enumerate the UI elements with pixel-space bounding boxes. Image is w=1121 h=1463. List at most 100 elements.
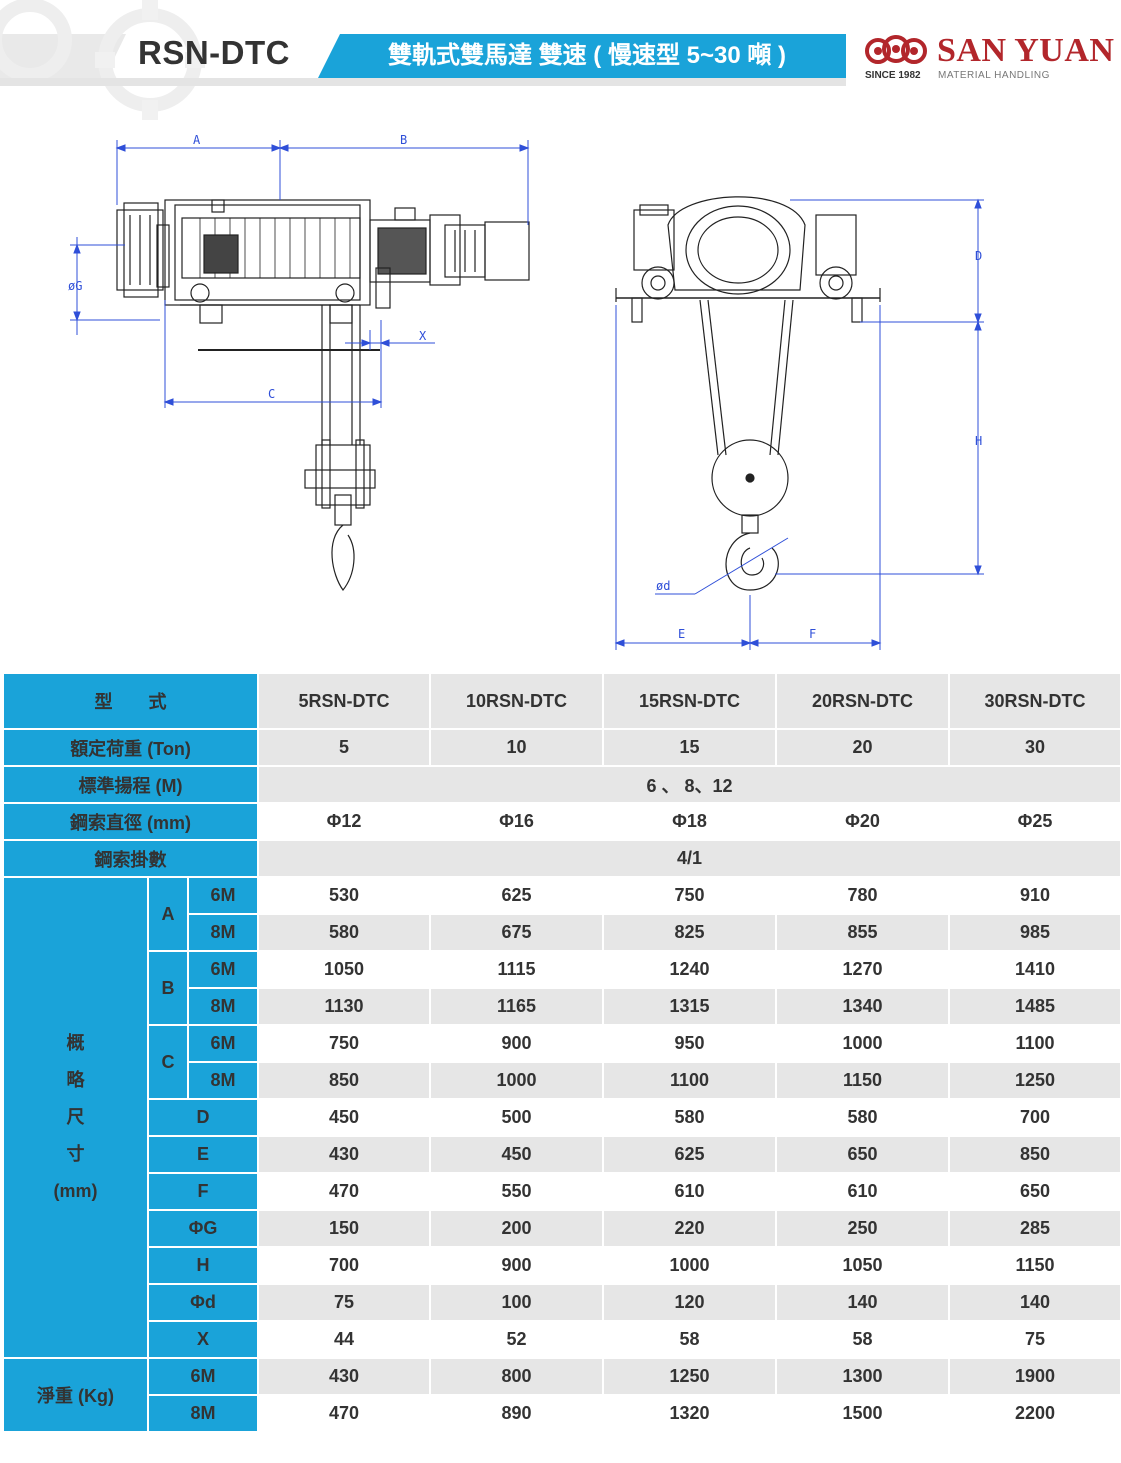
- dim-value: 1270: [775, 950, 951, 989]
- dim-value: 900: [429, 1024, 605, 1063]
- brand-subtitle: MATERIAL HANDLING: [938, 70, 1050, 81]
- dim-value: 700: [257, 1246, 432, 1285]
- dim-value: 910: [948, 876, 1121, 915]
- dim-value: 1000: [602, 1246, 778, 1285]
- dim-value: 700: [948, 1098, 1121, 1137]
- front-dimensions: [614, 198, 984, 650]
- label-rope: 鋼索直徑 (mm): [1, 802, 260, 841]
- dim-value: 850: [948, 1135, 1121, 1174]
- length-6m: 6M: [146, 1357, 260, 1396]
- dim-label-f: F: [809, 627, 816, 641]
- lift-value: 6 、 8、12: [257, 765, 1121, 804]
- row-a-8m: 8M 580 675 825 855 985: [3, 913, 1121, 952]
- dim-value: 1130: [257, 987, 432, 1026]
- dim-d-label: D: [146, 1098, 260, 1137]
- dim-value: 650: [948, 1172, 1121, 1211]
- dim-hook-d-label: Φd: [146, 1283, 260, 1322]
- dim-value: 75: [948, 1320, 1121, 1359]
- dim-label-d-small: ød: [656, 579, 670, 593]
- dim-value: 1100: [602, 1061, 778, 1100]
- label-load: 額定荷重 (Ton): [1, 728, 260, 767]
- dim-value: 285: [948, 1209, 1121, 1248]
- model-name: 5RSN-DTC: [257, 672, 432, 730]
- weight-value: 1300: [775, 1357, 951, 1396]
- dim-label-c: C: [268, 387, 275, 401]
- dim-label-e: E: [678, 627, 685, 641]
- row-c-8m: 8M 850 1000 1100 1150 1250: [3, 1061, 1121, 1100]
- dim-f-label: F: [146, 1172, 260, 1211]
- dim-value: 1485: [948, 987, 1121, 1026]
- dim-value: 850: [257, 1061, 432, 1100]
- dim-value: 1340: [775, 987, 951, 1026]
- dim-value: 580: [257, 913, 432, 952]
- row-weight-6m: 淨重 (Kg) 6M 430 800 1250 1300 1900: [2, 1357, 1121, 1433]
- load-value: 10: [429, 728, 605, 767]
- dim-e-label: E: [146, 1135, 260, 1174]
- weight-value: 890: [429, 1394, 605, 1433]
- row-g: ΦG 150 200 220 250 285: [3, 1209, 1121, 1248]
- dim-g-label: ΦG: [146, 1209, 260, 1248]
- brand-name: SAN YUAN: [937, 32, 1115, 69]
- weight-value: 1250: [602, 1357, 778, 1396]
- model-name: 10RSN-DTC: [429, 672, 605, 730]
- dim-value: 1410: [948, 950, 1121, 989]
- dim-value: 58: [775, 1320, 951, 1359]
- length-8m: 8M: [186, 913, 260, 952]
- dim-value: 75: [257, 1283, 432, 1322]
- row-c-6m: C 6M 750 900 950 1000 1100: [3, 1024, 1121, 1100]
- rope-value: Φ12: [257, 802, 432, 841]
- dim-value: 610: [602, 1172, 778, 1211]
- dim-value: 530: [257, 876, 432, 915]
- row-load: 額定荷重 (Ton) 5 10 15 20 30: [1, 728, 1121, 767]
- dim-h-label: H: [146, 1246, 260, 1285]
- dim-value: 855: [775, 913, 951, 952]
- dim-label-b: B: [400, 133, 407, 147]
- length-6m: 6M: [186, 950, 260, 989]
- load-value: 30: [948, 728, 1121, 767]
- dim-value: 1050: [775, 1246, 951, 1285]
- model-name: 30RSN-DTC: [948, 672, 1121, 730]
- load-value: 5: [257, 728, 432, 767]
- dim-value: 140: [775, 1283, 951, 1322]
- dim-b-label: B: [147, 950, 189, 1026]
- row-hook-d: Φd 75 100 120 140 140: [3, 1283, 1121, 1322]
- dim-value: 750: [257, 1024, 432, 1063]
- dim-value: 1000: [775, 1024, 951, 1063]
- dim-value: 610: [775, 1172, 951, 1211]
- dim-value: 985: [948, 913, 1121, 952]
- dim-value: 1250: [948, 1061, 1121, 1100]
- weight-value: 800: [429, 1357, 605, 1396]
- side-dimensions: [70, 140, 530, 408]
- dim-c-label: C: [147, 1024, 189, 1100]
- dim-label-g: øG: [68, 279, 82, 293]
- dim-value: 470: [257, 1172, 432, 1211]
- dim-label-d: D: [975, 249, 982, 263]
- brand-since: SINCE 1982: [865, 70, 921, 81]
- weight-value: 2200: [948, 1394, 1121, 1433]
- dim-value: 1150: [948, 1246, 1121, 1285]
- dim-value: 675: [429, 913, 605, 952]
- row-a-6m: 概略尺寸(mm) A 6M 530 625 750 780 910: [2, 876, 1121, 1359]
- dim-value: 950: [602, 1024, 778, 1063]
- header-band: [0, 78, 846, 86]
- load-value: 15: [602, 728, 778, 767]
- rope-value: Φ20: [775, 802, 951, 841]
- weight-value: 1320: [602, 1394, 778, 1433]
- brand-logo-icon: [865, 35, 927, 64]
- dim-value: 1165: [429, 987, 605, 1026]
- dim-value: 550: [429, 1172, 605, 1211]
- rope-value: Φ18: [602, 802, 778, 841]
- dim-label-a: A: [193, 133, 201, 147]
- label-reeving: 鋼索掛數: [1, 839, 260, 878]
- row-e: E 430 450 625 650 850: [3, 1135, 1121, 1174]
- dim-value: 430: [257, 1135, 432, 1174]
- dim-value: 450: [257, 1098, 432, 1137]
- dim-value: 500: [429, 1098, 605, 1137]
- row-reeving: 鋼索掛數 4/1: [1, 839, 1121, 878]
- weight-value: 470: [257, 1394, 432, 1433]
- dim-value: 58: [602, 1320, 778, 1359]
- dim-value: 825: [602, 913, 778, 952]
- model-title: RSN-DTC: [138, 34, 290, 71]
- weight-value: 430: [257, 1357, 432, 1396]
- dim-value: 120: [602, 1283, 778, 1322]
